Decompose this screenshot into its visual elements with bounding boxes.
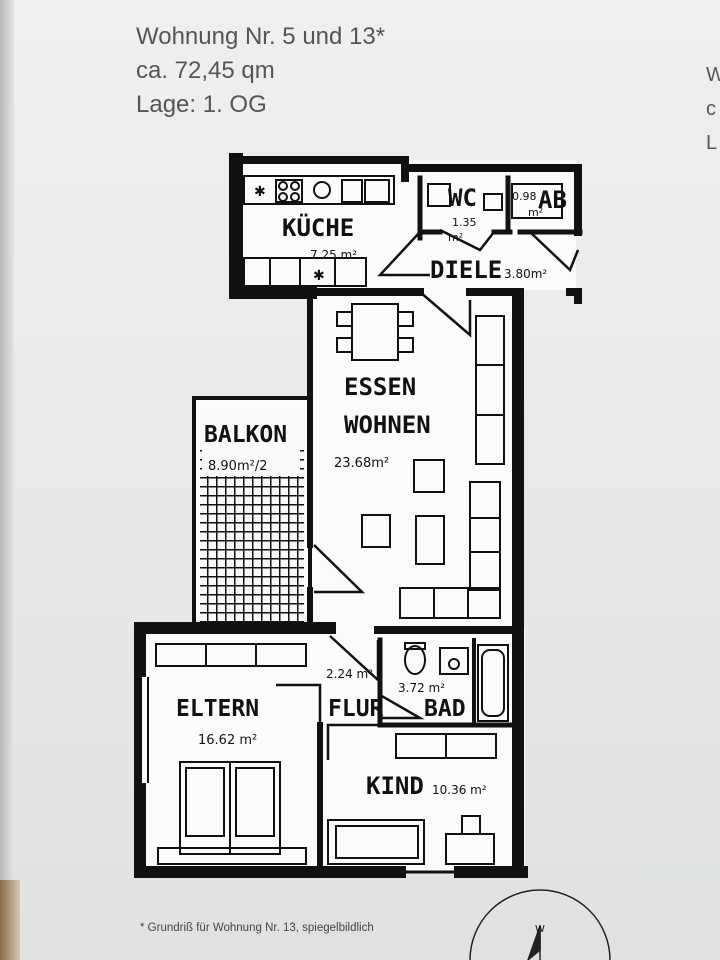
- parents-name: ELTERN: [176, 696, 259, 722]
- footnote: * Grundriß für Wohnung Nr. 13, spiegelbi…: [140, 922, 374, 934]
- next-page-line-1: W: [706, 64, 720, 86]
- bath-area: 3.72 m²: [398, 681, 445, 695]
- ab-name: AB: [538, 186, 567, 214]
- next-page-line-2: c: [706, 98, 716, 120]
- bath-fixtures: [404, 642, 509, 722]
- ab-area-top: 0.98: [512, 190, 537, 203]
- corridor-name: FLUR: [328, 696, 384, 722]
- kitchen-star-1: ✱: [254, 184, 266, 200]
- kitchen-fixtures: [243, 175, 395, 287]
- hall-area: 3.80m²: [504, 267, 547, 281]
- childroom-furniture: [327, 733, 497, 865]
- table-edge: [0, 880, 20, 960]
- door-swings: [276, 228, 580, 760]
- ab-area-bottom: m²: [528, 206, 543, 219]
- wc-area-bottom: m²: [448, 231, 463, 244]
- child-area: 10.36 m²: [432, 783, 487, 797]
- living-name-2: WOHNEN: [344, 411, 431, 439]
- kitchen-name: KÜCHE: [282, 212, 354, 242]
- apartment-area: ca. 72,45 qm: [136, 57, 275, 84]
- balcony-name: BALKON: [204, 422, 287, 448]
- kitchen-area: 7.25 m²: [310, 248, 357, 262]
- living-furniture: [336, 303, 505, 619]
- compass-icon: [469, 889, 611, 960]
- bath-name: BAD: [424, 696, 466, 722]
- wc-fixtures: [427, 183, 563, 219]
- living-area: 23.68m²: [334, 456, 389, 471]
- kitchen-star-2: ✱: [313, 268, 325, 284]
- apartment-location: Lage: 1. OG: [136, 91, 267, 118]
- corridor-area: 2.24 m²: [326, 667, 373, 681]
- wc-name: WC: [448, 184, 477, 212]
- parents-area: 16.62 m²: [198, 733, 257, 748]
- wc-area-top: 1.35: [452, 216, 477, 229]
- bedroom-furniture: [155, 643, 307, 865]
- balcony-area: 8.90m²/2: [208, 459, 267, 474]
- walls: [134, 153, 583, 878]
- page-edge-shadow: [0, 0, 14, 960]
- next-page-text: W c L: [706, 58, 720, 160]
- child-name: KIND: [366, 772, 424, 800]
- compass-label: W: [535, 924, 545, 935]
- living-name-1: ESSEN: [344, 373, 416, 401]
- apartment-title: Wohnung Nr. 5 und 13*: [136, 23, 386, 50]
- next-page-line-3: L: [706, 132, 718, 154]
- apartment-header: Wohnung Nr. 5 und 13* ca. 72,45 qm Lage:…: [136, 20, 385, 122]
- balcony-label-bg: [202, 414, 300, 476]
- hall-name: DIELE: [430, 256, 502, 284]
